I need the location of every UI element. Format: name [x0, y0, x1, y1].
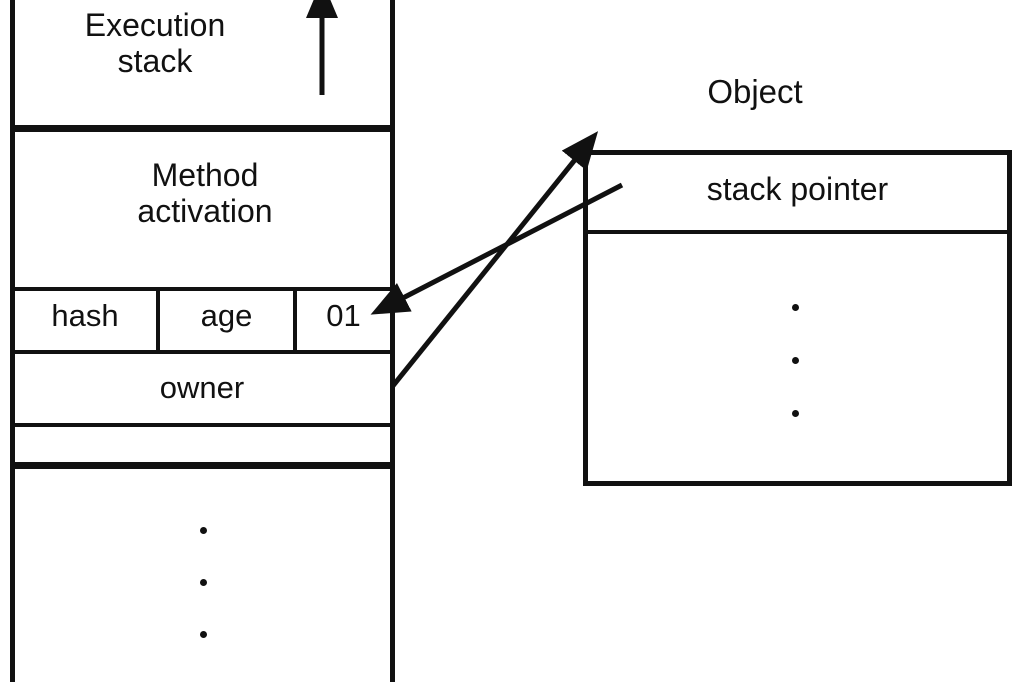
object-box-left-edge: [583, 150, 588, 486]
owner-row-bottom-separator: [10, 423, 395, 427]
owner-row-top-separator: [10, 350, 395, 354]
cell-hash: hash: [51, 298, 119, 333]
object-field-separator: [583, 230, 1012, 234]
object-box: stack pointer: [583, 150, 1012, 486]
owner-to-object-arrow: [390, 131, 599, 389]
object-dot-2: [792, 357, 799, 364]
execution-stack-label: Execution stack: [84, 7, 226, 79]
cell-divider-age-01: [293, 289, 297, 352]
execution-stack-column: Execution stack Method activation hash a…: [0, 0, 410, 682]
object-dot-3: [792, 410, 799, 417]
stack-dot-1: [200, 527, 207, 534]
method-activation-label: Method activation: [137, 157, 273, 229]
stack-left-border: [10, 0, 15, 682]
stack-frame-bottom-separator: [10, 462, 395, 469]
object-stack-pointer-label: stack pointer: [706, 171, 889, 207]
stack-right-border: [390, 0, 395, 682]
cell-age: age: [200, 298, 253, 333]
frame-header-separator: [10, 287, 395, 291]
object-title: Object: [707, 73, 803, 110]
object-box-bottom-edge: [583, 481, 1012, 486]
object-box-top-edge: [583, 150, 1012, 155]
stack-dot-2: [200, 579, 207, 586]
cell-divider-hash-age: [156, 289, 160, 352]
object-dot-1: [792, 304, 799, 311]
object-box-right-edge: [1007, 150, 1012, 486]
cell-owner: owner: [159, 370, 245, 405]
stack-dot-3: [200, 631, 207, 638]
cell-01: 01: [326, 298, 361, 333]
stack-top-separator: [10, 125, 395, 132]
